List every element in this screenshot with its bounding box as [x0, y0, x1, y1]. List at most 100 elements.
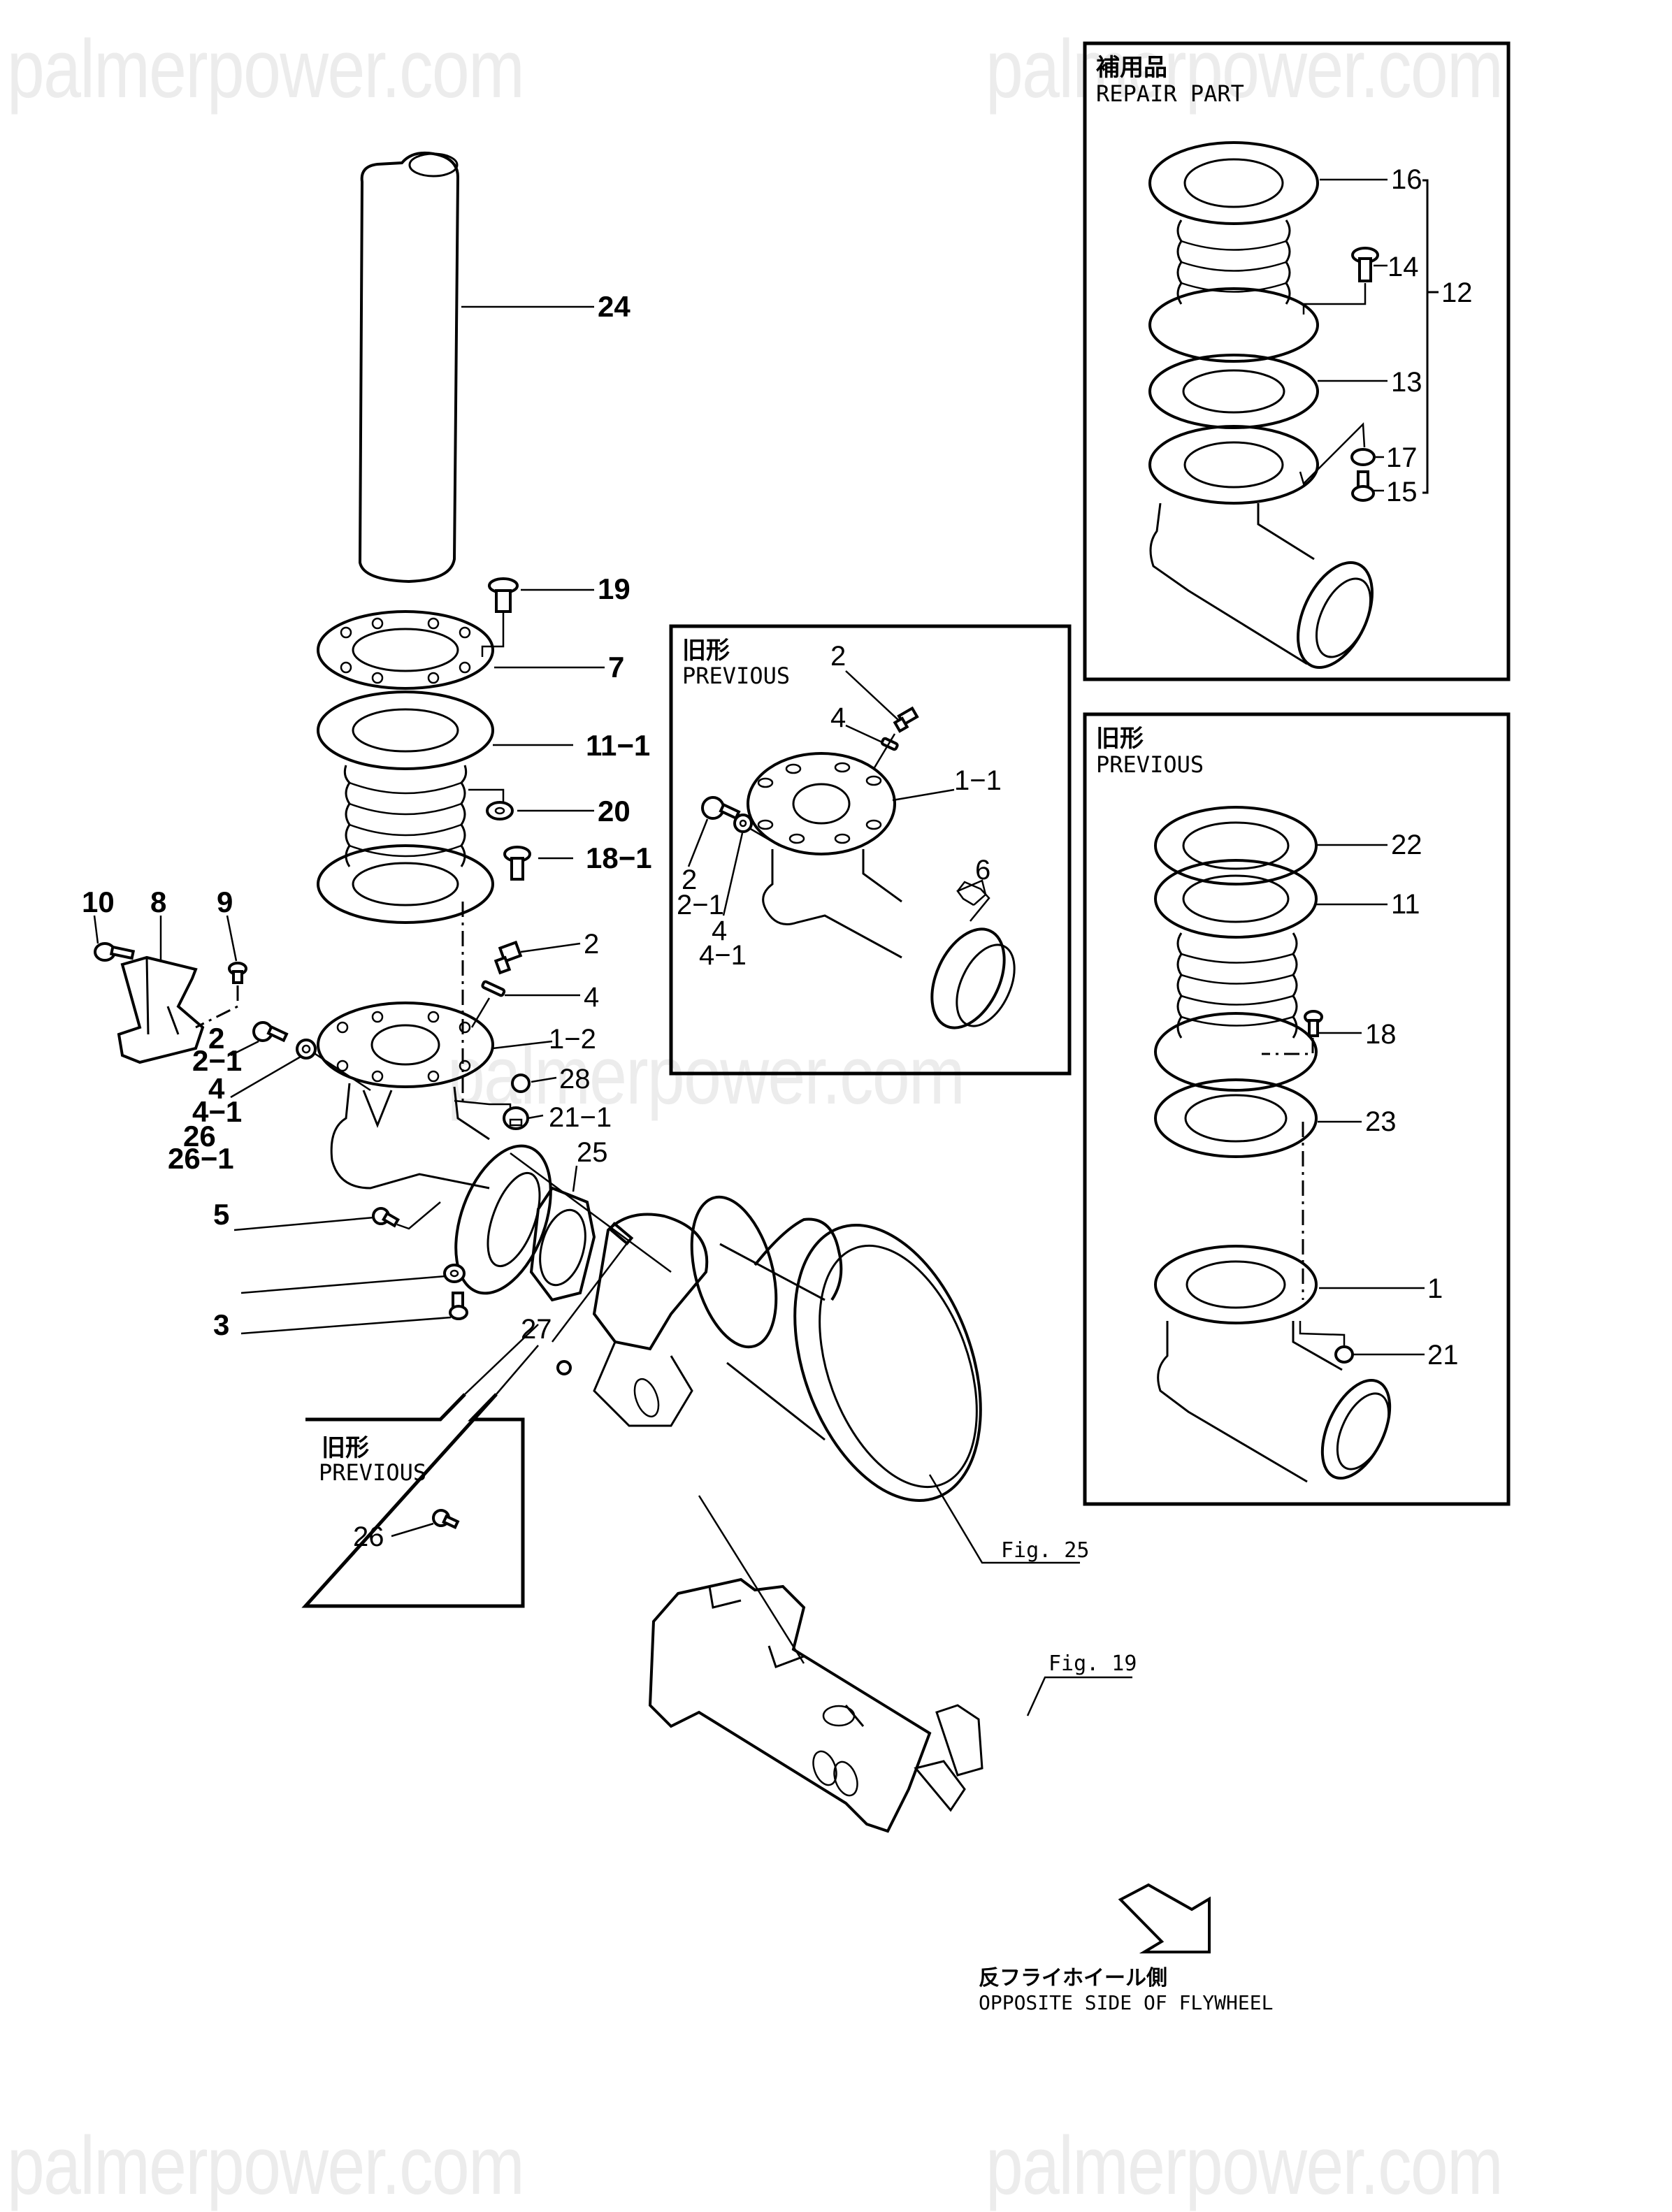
callout-13: 13 — [1391, 367, 1422, 398]
repair-part-title-jp: 補用品 — [1096, 54, 1167, 82]
callout-1: 1 — [1427, 1273, 1443, 1304]
leader-10 — [93, 915, 99, 944]
leader-1-1 — [892, 788, 955, 802]
callout-18-1: 18−1 — [586, 841, 652, 874]
callout-17: 17 — [1386, 442, 1418, 473]
washer-5-icon — [443, 1264, 466, 1283]
leader-5 — [240, 1275, 447, 1294]
previous-bottom-left-title-en: PREVIOUS — [319, 1459, 426, 1486]
leader-20-path — [468, 788, 505, 804]
leader-21-path — [1299, 1321, 1346, 1345]
leader-1-2 — [492, 1040, 553, 1050]
callout-prev-2-1: 2−1 — [677, 890, 724, 920]
washer-4-prev-left-icon — [733, 814, 753, 833]
callout-23: 23 — [1365, 1106, 1397, 1137]
callout-27: 27 — [521, 1314, 552, 1345]
direction-arrow-icon — [1118, 1883, 1211, 1953]
callout-10: 10 — [82, 885, 115, 918]
callout-27-line-a — [464, 1324, 539, 1395]
bolt-3-icon — [449, 1292, 468, 1320]
leader-25 — [572, 1165, 578, 1192]
leader-6-path — [957, 881, 990, 922]
callout-14: 14 — [1388, 252, 1419, 282]
bellows-11-1 — [317, 691, 494, 924]
callout-26-1: 26−1 — [168, 1142, 234, 1175]
flange-plate — [454, 1144, 552, 1295]
callout-2-top: 2 — [584, 929, 599, 960]
leader-19-path — [481, 612, 505, 657]
previous-center-title-jp: 旧形 — [682, 637, 730, 665]
nut-small-icon — [556, 1360, 572, 1375]
callout-6: 6 — [975, 855, 990, 885]
leader-4-prev-path — [872, 733, 896, 769]
callout-2-1-left: 2−1 — [192, 1044, 242, 1077]
callout-1-1: 1−1 — [954, 765, 1002, 796]
bracket-12 — [1422, 179, 1429, 494]
bolt-2-icon — [493, 940, 523, 975]
callout-1-2: 1−2 — [549, 1024, 596, 1055]
direction-label-en: OPPOSITE SIDE OF FLYWHEEL — [979, 1991, 1273, 2014]
callout-prev-2-left: 2 — [682, 865, 697, 895]
previous-bottom-left-title-jp: 旧形 — [322, 1434, 369, 1462]
repair-part-title-en: REPAIR PART — [1096, 80, 1244, 107]
previous-center-box — [669, 624, 1072, 1076]
leader-2-top — [520, 942, 581, 953]
leader-21-1-path — [454, 1099, 512, 1110]
callout-7: 7 — [608, 651, 624, 684]
leader-6 — [956, 879, 987, 906]
callout-22: 22 — [1391, 830, 1422, 860]
leader-21-1 — [527, 1114, 544, 1120]
leader-bolt-axis — [312, 1051, 371, 1092]
leader-4-left — [230, 1055, 301, 1099]
previous-right-title-jp: 旧形 — [1096, 725, 1144, 753]
callout-3: 3 — [213, 1308, 229, 1341]
leader-26 — [233, 1216, 375, 1231]
leader-4-prev-left — [722, 832, 744, 916]
callout-24: 24 — [598, 290, 630, 323]
bolt-10-icon — [94, 942, 136, 962]
prev-right-assembly — [1154, 806, 1392, 1483]
leader-14-path — [1302, 283, 1367, 315]
bracket-8 — [117, 955, 205, 1064]
nut-20-icon — [486, 801, 514, 821]
washer-17-icon — [1350, 448, 1376, 466]
elbow-1-2 — [317, 1002, 494, 1190]
elbow-1-1 — [747, 752, 1016, 1029]
bolt-2-left-icon — [252, 1021, 289, 1043]
previous-bottom-left-box — [301, 1393, 525, 1608]
fig-19-ref: Fig. 19 — [1048, 1651, 1137, 1676]
washer-4-prev-icon — [880, 737, 899, 751]
bolt-2-prev-left-icon — [701, 796, 741, 821]
exhaust-pipe-24 — [358, 151, 460, 584]
watermark-top-left: palmerpower.com — [7, 23, 525, 115]
callout-prev-2-top: 2 — [830, 641, 846, 672]
callout-4-left: 4 — [208, 1072, 225, 1105]
exhaust-manifold — [648, 1577, 983, 1833]
callout-16: 16 — [1391, 164, 1422, 195]
stud-axis — [510, 1152, 672, 1273]
previous-right-title-en: PREVIOUS — [1096, 751, 1204, 778]
callout-9: 9 — [217, 885, 233, 918]
leader-2-left — [230, 1040, 259, 1057]
bolt-14-icon — [1351, 247, 1379, 282]
callout-12: 12 — [1441, 277, 1473, 308]
bolt-18-1-icon — [503, 846, 531, 881]
callout-21: 21 — [1427, 1340, 1459, 1371]
direction-label-jp: 反フライホイール側 — [979, 1966, 1167, 1990]
leader-fig19 — [1026, 1676, 1132, 1716]
watermark-middle: palmerpower.com — [447, 1029, 965, 1122]
leader-26-path — [396, 1201, 441, 1230]
repair-part-box — [1083, 41, 1511, 681]
callout-18: 18 — [1365, 1019, 1397, 1050]
leader-28 — [531, 1076, 557, 1083]
watermark-bottom-left: palmerpower.com — [7, 2120, 525, 2212]
leader-4-path — [470, 997, 491, 1028]
repair-bellows-assembly — [1148, 141, 1374, 669]
washer-4-left-icon — [296, 1039, 317, 1060]
callout-4-1-left: 4−1 — [192, 1095, 242, 1128]
callout-5: 5 — [213, 1198, 229, 1231]
callout-28: 28 — [559, 1064, 591, 1094]
leader-18-path — [1262, 1038, 1314, 1055]
bolt-15-icon — [1351, 470, 1375, 502]
